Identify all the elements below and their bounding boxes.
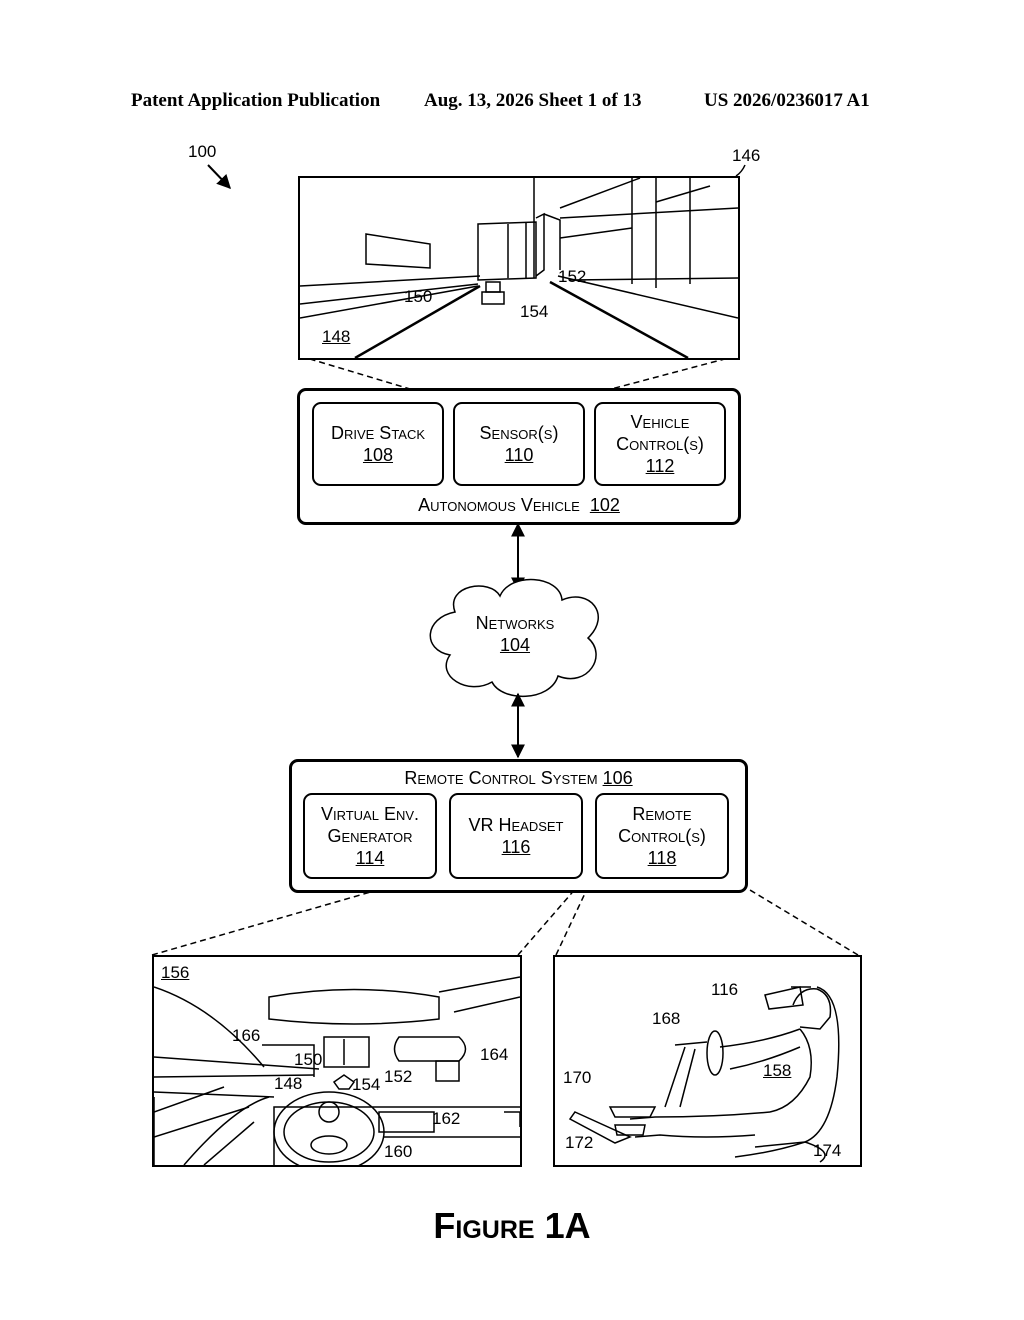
sensors-box: Sensor(s) 110	[453, 402, 585, 486]
remote-controls-box: Remote Control(s) 118	[595, 793, 729, 879]
virtual-cockpit-illustration	[154, 957, 520, 1165]
camera-view-ref-label: 146	[732, 147, 760, 164]
label-170: 170	[563, 1069, 591, 1086]
label-150: 150	[404, 288, 432, 305]
remote-control-system-caption: Remote Control System 106	[292, 768, 745, 789]
figure-title: Figure 1A	[0, 1205, 1024, 1247]
operator-view-frame: 116 168 158 170 172 174	[553, 955, 862, 1167]
label-166: 166	[232, 1027, 260, 1044]
sensors-label: Sensor(s)	[480, 422, 559, 444]
networks-ref: 104	[460, 634, 570, 656]
remote-control-system-ref: 106	[603, 768, 633, 788]
label-148: 148	[322, 328, 350, 345]
label-152: 152	[558, 268, 586, 285]
label-148-virtual: 148	[274, 1075, 302, 1092]
vehicle-controls-label: Vehicle Control(s)	[605, 411, 715, 455]
autonomous-vehicle-caption: Autonomous Vehicle 102	[300, 495, 738, 516]
label-158: 158	[763, 1062, 791, 1079]
label-160: 160	[384, 1143, 412, 1160]
virtual-env-generator-ref: 114	[356, 847, 385, 869]
label-154-virtual: 154	[352, 1076, 380, 1093]
label-154: 154	[520, 303, 548, 320]
drive-stack-label: Drive Stack	[331, 422, 425, 444]
autonomous-vehicle-box: Drive Stack 108 Sensor(s) 110 Vehicle Co…	[297, 388, 741, 525]
virtual-view-ref: 156	[161, 964, 189, 981]
label-164: 164	[480, 1046, 508, 1063]
road-scene-illustration	[300, 178, 738, 358]
label-116-operator: 116	[711, 981, 738, 998]
vehicle-controls-box: Vehicle Control(s) 112	[594, 402, 726, 486]
sensors-ref: 110	[505, 444, 534, 466]
remote-controls-ref: 118	[648, 847, 677, 869]
virtual-environment-view-frame: 156 166 150 164 148 154 152 162 160	[152, 955, 522, 1167]
vr-headset-box: VR Headset 116	[449, 793, 583, 879]
networks-label: Networks	[460, 612, 570, 634]
system-ref-arrow	[208, 165, 230, 188]
label-162: 162	[432, 1110, 460, 1127]
networks-node: Networks 104	[460, 612, 570, 656]
camera-view-leader	[736, 165, 745, 176]
vehicle-controls-ref: 112	[646, 455, 675, 477]
virtual-env-generator-label: Virtual Env. Generator	[313, 803, 428, 847]
drive-stack-box: Drive Stack 108	[312, 402, 444, 486]
label-174: 174	[813, 1142, 841, 1159]
label-168: 168	[652, 1010, 680, 1027]
vr-headset-label: VR Headset	[468, 814, 563, 836]
operator-with-headset-illustration	[555, 957, 860, 1165]
drive-stack-ref: 108	[363, 444, 393, 466]
label-152-virtual: 152	[384, 1068, 412, 1085]
vr-headset-ref: 116	[502, 836, 531, 858]
virtual-env-generator-box: Virtual Env. Generator 114	[303, 793, 437, 879]
system-ref-label: 100	[188, 143, 216, 160]
autonomous-vehicle-ref: 102	[590, 495, 620, 515]
remote-control-system-box: Remote Control System 106 Virtual Env. G…	[289, 759, 748, 893]
remote-controls-label: Remote Control(s)	[607, 803, 717, 847]
label-150-virtual: 150	[294, 1051, 322, 1068]
camera-view-frame: 148 150 152 154	[298, 176, 740, 360]
label-172: 172	[565, 1134, 593, 1151]
